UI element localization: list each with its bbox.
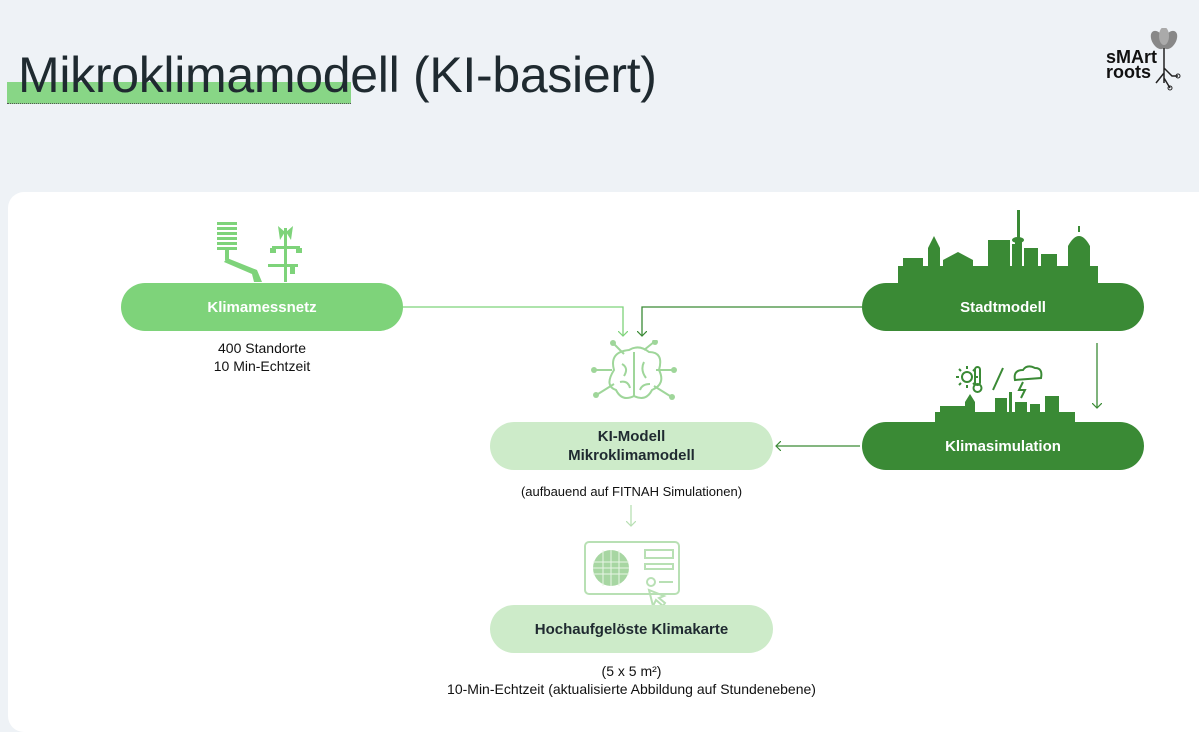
climate-city-icon [935,365,1075,422]
city-skyline-icon [898,210,1098,283]
connector-lines [402,306,1199,708]
logo-line2: roots [1106,62,1151,82]
node-klimamessnetz[interactable]: Klimamessnetz [121,283,403,331]
node-klimamessnetz-label: Klimamessnetz [207,298,317,316]
caption-update: 10-Min-Echtzeit (aktualisierte Abbildung… [447,681,816,697]
edge-stadt-ki [642,306,862,336]
node-klimasimulation-label: Klimasimulation [945,437,1061,455]
logo: sMArt roots [1106,28,1186,98]
edge-messnetz-ki [402,306,623,336]
node-ki-modell-label1: KI-Modell [597,428,666,445]
logo-text: sMArt roots [1106,47,1158,82]
title-highlight [7,82,351,104]
node-klimasimulation[interactable]: Klimasimulation [862,422,1144,470]
node-ki-modell-label2: Mikroklimamodell [568,447,695,464]
plant-roots-logo-icon [1150,28,1181,91]
caption-standorte: 400 Standorte [218,340,306,356]
node-ki-modell[interactable]: KI-Modell Mikroklimamodell [490,422,773,470]
slide-title: Mikroklimamodell (KI-basiert) [18,47,657,103]
klimakarte-caption: (5 x 5 m²) 10-Min-Echtzeit (aktualisiert… [380,662,883,698]
caption-echtzeit: 10 Min-Echtzeit [213,358,311,374]
node-klimakarte-label: Hochaufgelöste Klimakarte [534,620,729,638]
klimamessnetz-caption: 400 Standorte 10 Min-Echtzeit [121,339,403,375]
node-stadtmodell[interactable]: Stadtmodell [862,283,1144,331]
logo-line1: sMArt [1106,47,1158,67]
node-stadtmodell-label: Stadtmodell [960,298,1046,316]
node-klimakarte[interactable]: Hochaufgelöste Klimakarte [490,605,773,653]
ki-modell-caption: (aufbauend auf FITNAH Simulationen) [520,484,743,499]
dashboard-map-icon [584,541,680,609]
brain-network-icon [591,340,677,400]
caption-resolution: (5 x 5 m²) [601,663,662,679]
weather-station-icon [217,222,302,282]
